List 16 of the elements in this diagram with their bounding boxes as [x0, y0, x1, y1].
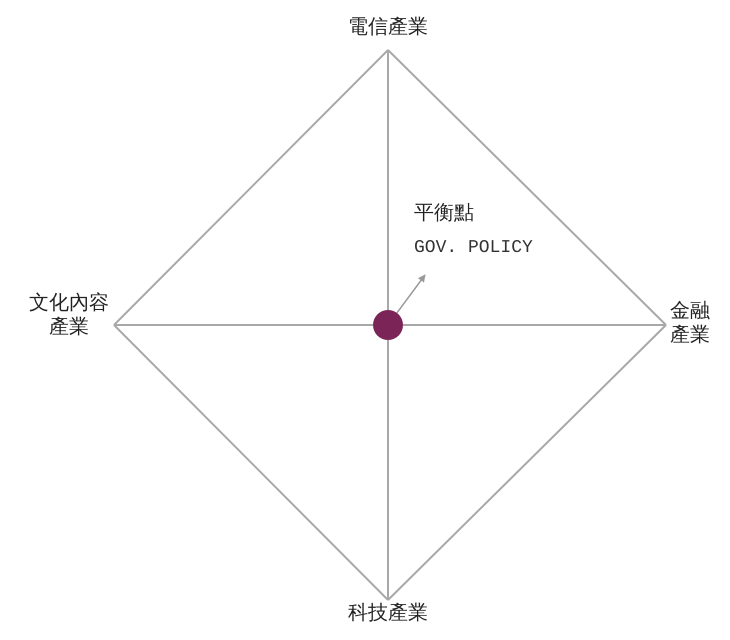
diagram-line [114, 324, 373, 326]
annotation-label: 平衡點 [414, 200, 475, 224]
diagram-line [113, 324, 389, 601]
diagram-line [387, 340, 389, 600]
axis-label: 文化內容產業 [28, 290, 110, 338]
axis-label: 科技產業 [347, 600, 429, 624]
diagram-line [403, 324, 666, 326]
axis-label: 金融產業 [669, 298, 711, 346]
balance-point-dot [373, 310, 403, 340]
diagram-line [387, 324, 667, 601]
axis-label: 電信產業 [347, 14, 429, 38]
diagram-line [387, 50, 389, 310]
diagram-line [387, 49, 667, 326]
policy-label: GOV. POLICY [414, 237, 534, 260]
arrow [396, 274, 426, 314]
diagram-line [113, 49, 389, 326]
